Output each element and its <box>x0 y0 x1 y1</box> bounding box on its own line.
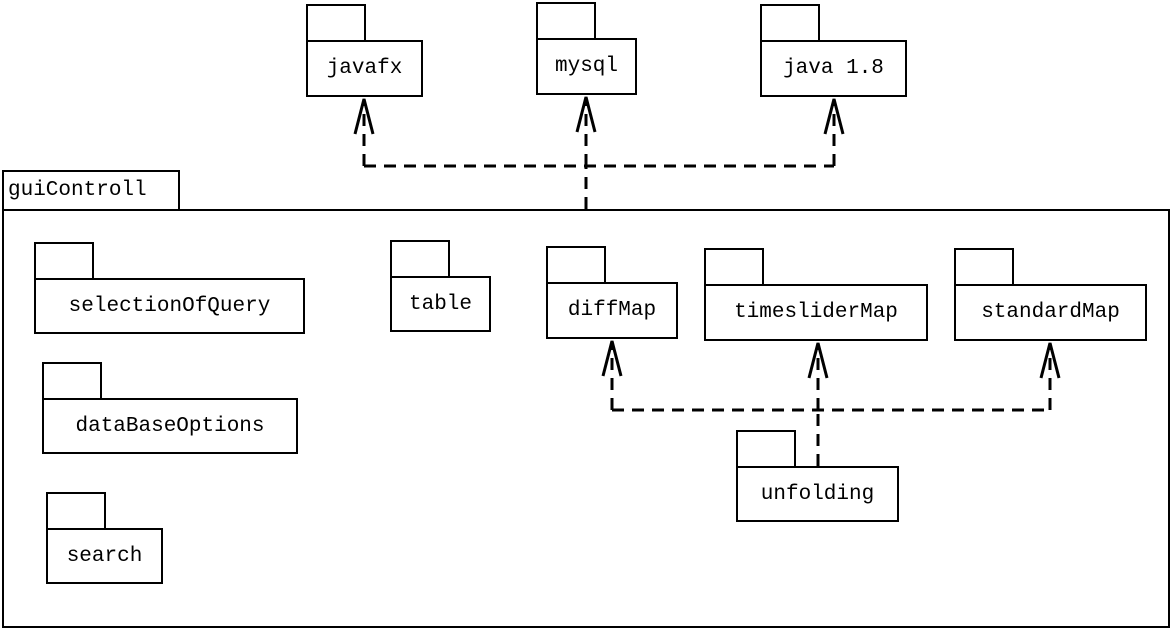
package-search-label: search <box>66 544 143 568</box>
package-timeslidermap: timesliderMap <box>704 284 928 341</box>
package-table-label: table <box>408 292 472 316</box>
package-javafx-tab <box>306 4 366 42</box>
package-selectionofquery-label: selectionOfQuery <box>68 294 271 318</box>
package-javafx-label: javafx <box>326 57 403 80</box>
package-javafx: javafx <box>306 40 423 97</box>
package-mysql-label: mysql <box>554 55 618 78</box>
package-databaseoptions-label: dataBaseOptions <box>75 414 265 438</box>
package-standardmap-tab <box>954 248 1014 286</box>
package-search: search <box>46 528 163 584</box>
package-guicontroll-label: guiControll <box>8 179 147 202</box>
package-diffmap-label: diffMap <box>567 299 657 322</box>
dependency-line-unfolding-to-maps <box>612 408 1050 466</box>
package-diffmap: diffMap <box>546 282 678 339</box>
package-guicontroll-tab: guiControll <box>2 170 180 211</box>
package-databaseoptions: dataBaseOptions <box>42 398 298 454</box>
package-standardmap: standardMap <box>954 284 1147 341</box>
package-timeslidermap-label: timesliderMap <box>734 301 898 324</box>
package-search-tab <box>46 492 106 530</box>
package-table-tab <box>390 240 450 278</box>
package-selectionofquery: selectionOfQuery <box>34 278 305 334</box>
arrowhead-timeslidermap <box>807 342 829 379</box>
arrowhead-mysql <box>575 96 597 133</box>
package-unfolding: unfolding <box>736 466 899 522</box>
package-table: table <box>390 276 491 332</box>
dependency-line-guicontroll-to-externals <box>364 164 834 209</box>
arrowhead-standardmap <box>1039 342 1061 379</box>
package-mysql: mysql <box>536 38 637 95</box>
package-java-label: java 1.8 <box>783 57 884 80</box>
package-standardmap-label: standardMap <box>981 301 1120 324</box>
package-unfolding-label: unfolding <box>760 482 875 506</box>
arrowhead-java <box>823 98 845 135</box>
arrowhead-javafx <box>353 98 375 135</box>
package-java: java 1.8 <box>760 40 907 97</box>
arrowhead-diffmap <box>601 340 623 377</box>
package-timeslidermap-tab <box>704 248 764 286</box>
